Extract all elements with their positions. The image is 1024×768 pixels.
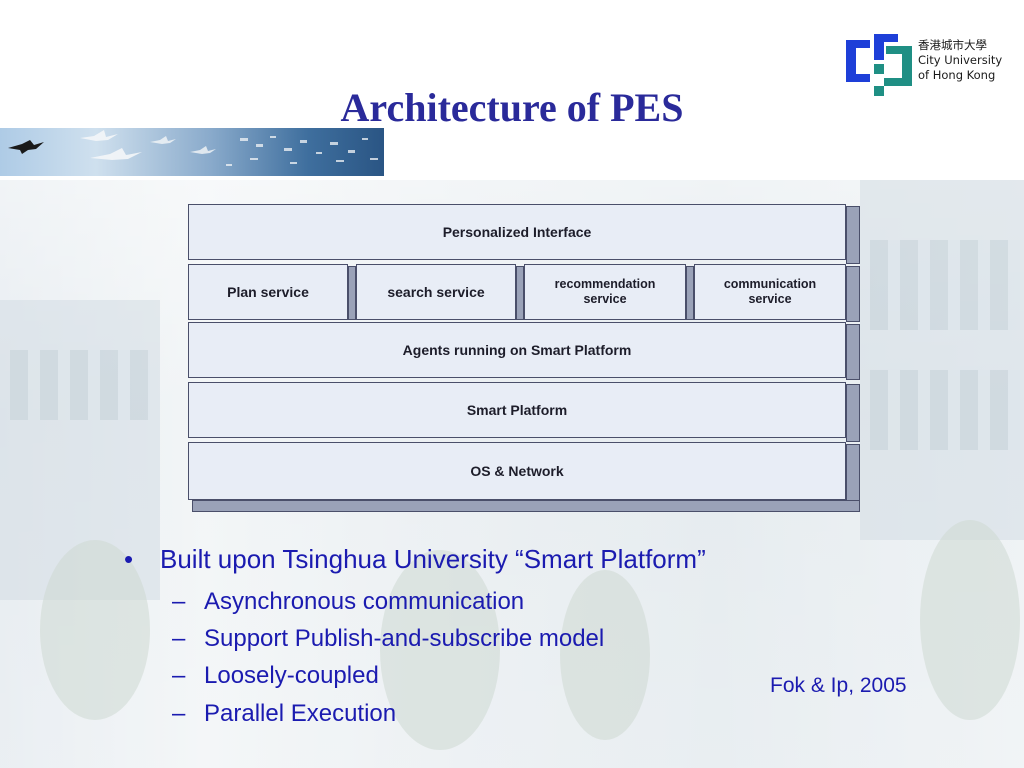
communication-service-box: communication service [694,264,846,320]
plan-service-box: Plan service [188,264,348,320]
recommendation-service-side [686,266,694,320]
cityu-logo-text: 香港城市大學 City University of Hong Kong [918,38,1006,83]
architecture-diagram: Personalized Interface Plan service sear… [186,204,866,516]
dash-symbol: – [172,625,186,652]
main-bullet-text: Built upon Tsinghua University “Smart Pl… [160,544,706,574]
sub-bullet: –Asynchronous communication [172,588,524,616]
sub-bullet: –Support Publish-and-subscribe model [172,625,604,653]
dash-symbol: – [172,700,186,727]
sub-bullet: –Parallel Execution [172,700,396,728]
recommendation-service-box: recommendation service [524,264,686,320]
logo-english-line2: of Hong Kong [918,68,996,82]
layer-side-platform [846,384,860,442]
sub-bullet: –Loosely-coupled [172,662,379,690]
birds-banner-image [0,128,384,176]
layer-side-services [846,266,860,322]
sub-bullet-text: Support Publish-and-subscribe model [204,625,605,652]
layer-side-agents [846,324,860,380]
plan-service-side [348,266,356,320]
birds-icon [8,130,378,166]
main-bullet: • Built upon Tsinghua University “Smart P… [124,544,706,575]
layer-side-personalized [846,206,860,264]
logo-english-line1: City University [918,53,1003,67]
slide-title: Architecture of PES [340,85,684,130]
cityu-emblem-icon [846,34,912,96]
personalized-interface-layer: Personalized Interface [188,204,846,260]
dash-symbol: – [172,588,186,615]
sub-bullet-text: Loosely-coupled [204,662,379,689]
logo-chinese-name: 香港城市大學 [918,38,987,52]
smart-platform-layer: Smart Platform [188,382,846,438]
os-network-layer: OS & Network [188,442,846,500]
dash-symbol: – [172,662,186,689]
cityu-logo: 香港城市大學 City University of Hong Kong [846,30,1006,96]
search-service-box: search service [356,264,516,320]
citation-credit: Fok & Ip, 2005 [770,674,907,697]
sub-bullet-text: Parallel Execution [204,700,397,727]
sub-bullet-text: Asynchronous communication [204,588,525,615]
search-service-side [516,266,524,320]
agents-layer: Agents running on Smart Platform [188,322,846,378]
layer-bottom-edge [192,500,860,512]
bullet-symbol: • [124,544,134,574]
